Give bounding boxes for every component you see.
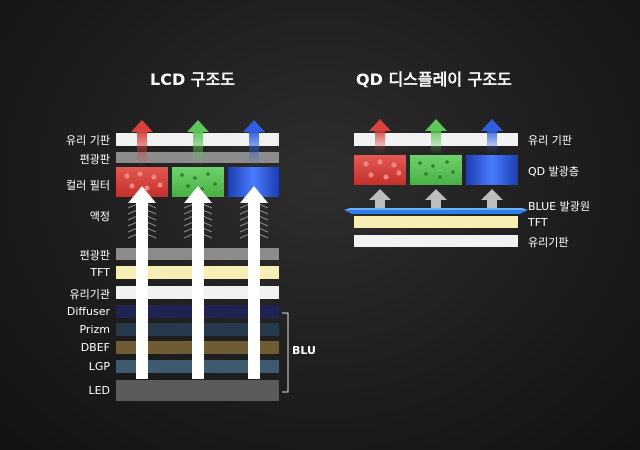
qd-label-glass: 유리 기판 bbox=[528, 134, 572, 147]
lcd-label-tft: TFT bbox=[90, 266, 110, 279]
qd-blue-arrow bbox=[481, 119, 503, 154]
lcd-label-dbef: DBEF bbox=[80, 341, 110, 354]
qd-label-glass-bottom: 유리기판 bbox=[528, 236, 569, 249]
qd-label-tft: TFT bbox=[528, 216, 548, 229]
lcd-green-dots bbox=[180, 172, 217, 191]
lcd-label-diffuser: Diffuser bbox=[66, 305, 110, 318]
lcd-blue-arrow bbox=[243, 120, 265, 166]
lcd-red-arrow bbox=[131, 120, 153, 166]
qd-green-dots bbox=[418, 160, 455, 179]
qd-green-emitter bbox=[410, 155, 462, 185]
lcd-label-led: LED bbox=[88, 384, 110, 397]
qd-blue-source-layer bbox=[344, 210, 528, 214]
qd-label-blue-source: BLUE 발광원 bbox=[528, 200, 590, 213]
lcd-label-color-filter: 컬러 필터 bbox=[66, 179, 110, 192]
lcd-label-lgp: LGP bbox=[88, 360, 110, 373]
lcd-led-layer bbox=[116, 380, 279, 401]
qd-label-emission-layer: QD 발광층 bbox=[528, 165, 579, 178]
qd-glass-bottom-layer bbox=[354, 235, 518, 247]
qd-green-arrow bbox=[425, 119, 447, 154]
blu-label: BLU bbox=[292, 344, 316, 357]
qd-gray-arrows bbox=[369, 189, 503, 209]
qd-blue-emitter bbox=[466, 155, 518, 185]
qd-title: QD 디스플레이 구조도 bbox=[356, 70, 512, 89]
qd-tft-layer bbox=[354, 216, 518, 228]
qd-blue-source-glow bbox=[344, 208, 528, 210]
lcd-label-liquid-crystal: 액정 bbox=[89, 210, 110, 223]
lcd-label-glass-bottom: 유리기관 bbox=[69, 288, 110, 301]
lcd-label-polarizer-top: 편광판 bbox=[79, 153, 110, 166]
blu-bracket bbox=[282, 312, 289, 393]
lcd-label-prizm: Prizm bbox=[79, 323, 110, 336]
lcd-label-glass: 유리 기판 bbox=[66, 134, 110, 147]
lcd-white-light-arrows bbox=[128, 186, 268, 379]
qd-red-arrow bbox=[369, 119, 391, 154]
lcd-label-polarizer-bottom: 편광판 bbox=[79, 249, 110, 262]
lcd-title: LCD 구조도 bbox=[150, 70, 235, 89]
lcd-green-arrow bbox=[187, 120, 209, 166]
lcd-red-dots bbox=[124, 171, 163, 191]
qd-red-dots bbox=[363, 159, 402, 180]
